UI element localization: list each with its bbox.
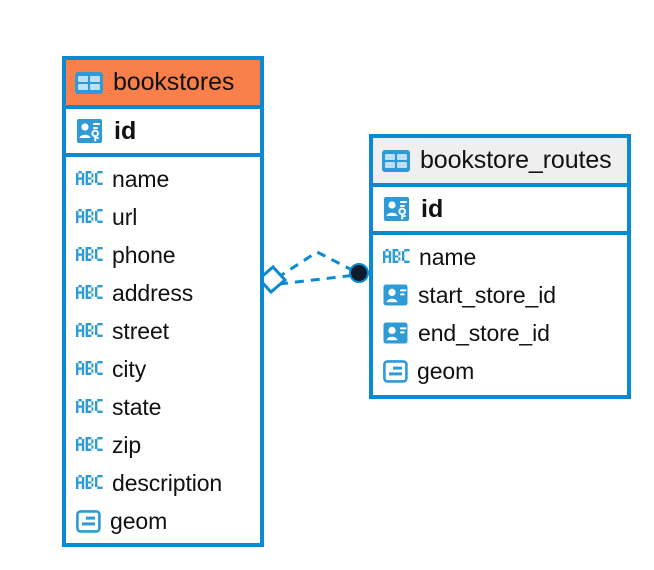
- field-row[interactable]: street: [66, 312, 260, 350]
- abc-text-icon: [76, 361, 103, 377]
- abc-text-icon: [76, 171, 103, 187]
- field-label: description: [112, 469, 223, 496]
- geometry-icon: [76, 509, 101, 533]
- abc-text-icon: [76, 247, 103, 263]
- field-list: name start_store_id: [373, 235, 627, 390]
- field-label: geom: [417, 357, 475, 384]
- abc-text-icon: [76, 209, 103, 225]
- entity-title: bookstore_routes: [420, 146, 612, 174]
- field-label: address: [112, 279, 194, 306]
- relationship-branch-lower: [278, 273, 357, 286]
- field-label: phone: [112, 241, 176, 268]
- table-icon: [75, 71, 103, 95]
- entity-bookstores[interactable]: bookstores id: [62, 56, 264, 547]
- entity-header-bookstores[interactable]: bookstores: [66, 60, 260, 109]
- field-label: start_store_id: [418, 281, 556, 308]
- table-icon: [382, 149, 410, 173]
- foreign-key-icon: [383, 283, 409, 307]
- field-row[interactable]: city: [66, 350, 260, 388]
- primary-key-row[interactable]: id: [66, 109, 260, 157]
- primary-key-icon: [76, 117, 104, 145]
- field-row[interactable]: end_store_id: [373, 314, 627, 352]
- abc-text-icon: [76, 285, 103, 301]
- field-label: geom: [110, 507, 168, 534]
- field-label: end_store_id: [418, 319, 550, 346]
- geometry-icon: [383, 359, 408, 383]
- abc-text-icon: [76, 437, 103, 453]
- abc-text-icon: [76, 323, 103, 339]
- field-row[interactable]: url: [66, 198, 260, 236]
- relationship-connector[interactable]: [255, 240, 380, 320]
- field-row[interactable]: name: [66, 160, 260, 198]
- field-row[interactable]: description: [66, 464, 260, 502]
- relationship-branch-upper: [276, 250, 357, 280]
- field-label: url: [112, 203, 138, 230]
- primary-key-row[interactable]: id: [373, 187, 627, 235]
- field-row[interactable]: start_store_id: [373, 276, 627, 314]
- primary-key-label: id: [421, 194, 444, 223]
- primary-key-icon: [383, 195, 411, 223]
- field-label: state: [112, 393, 162, 420]
- field-row[interactable]: phone: [66, 236, 260, 274]
- foreign-key-icon: [383, 321, 409, 345]
- field-label: street: [112, 317, 169, 344]
- diamond-open-marker-icon: [256, 264, 288, 295]
- field-row[interactable]: zip: [66, 426, 260, 464]
- field-row[interactable]: address: [66, 274, 260, 312]
- abc-text-icon: [383, 249, 410, 265]
- primary-key-label: id: [114, 116, 137, 145]
- field-row[interactable]: name: [373, 238, 627, 276]
- field-label: city: [112, 355, 147, 382]
- field-list: name: [66, 157, 260, 540]
- field-label: zip: [112, 431, 142, 458]
- entity-title: bookstores: [113, 68, 235, 96]
- entity-bookstore-routes[interactable]: bookstore_routes id: [369, 134, 631, 399]
- field-label: name: [112, 165, 170, 192]
- field-row[interactable]: state: [66, 388, 260, 426]
- abc-text-icon: [76, 475, 103, 491]
- field-row[interactable]: geom: [373, 352, 627, 390]
- field-label: name: [419, 243, 477, 270]
- circle-filled-marker-icon: [349, 263, 369, 283]
- abc-text-icon: [76, 399, 103, 415]
- field-row[interactable]: geom: [66, 502, 260, 540]
- entity-header-bookstore-routes[interactable]: bookstore_routes: [373, 138, 627, 187]
